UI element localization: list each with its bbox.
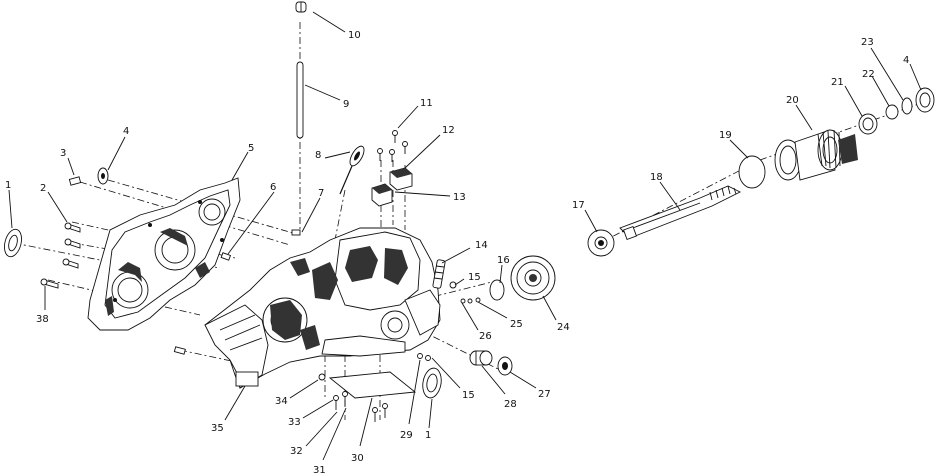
- seal-4-left: [97, 167, 109, 185]
- seal-1-left: [4, 228, 22, 258]
- callout-11: 11: [420, 98, 433, 109]
- callout-20: 20: [786, 95, 799, 106]
- callout-13: 13: [453, 192, 466, 203]
- callout-1-left: 1: [5, 180, 11, 191]
- callout-8: 8: [315, 150, 321, 161]
- pin-7: [291, 229, 301, 236]
- spring-14: [432, 259, 446, 289]
- callout-12: 12: [442, 125, 455, 136]
- callout-17: 17: [572, 200, 585, 211]
- callout-3: 3: [60, 148, 66, 159]
- shaft-18: [619, 185, 742, 240]
- callout-29: 29: [400, 430, 413, 441]
- callout-33: 33: [288, 417, 301, 428]
- ring-23: [901, 97, 913, 115]
- washer-19: [738, 155, 766, 189]
- callout-34: 34: [275, 396, 288, 407]
- ring-22: [885, 104, 899, 120]
- seal-27: [497, 356, 513, 376]
- callout-31: 31: [313, 465, 326, 474]
- washer-16: [489, 279, 505, 301]
- washer-15-top: [449, 281, 457, 289]
- left-case-cover: [87, 177, 241, 331]
- callouts: 10 9 11 12 8 13 5 4 3 1 2 6 7 38 14 15 1: [5, 11, 922, 474]
- pins-6: [173, 252, 232, 355]
- callout-26: 26: [479, 331, 492, 342]
- cover-plate-30: [328, 371, 417, 399]
- callout-15-bottom: 15: [462, 390, 475, 401]
- callout-35: 35: [211, 423, 224, 434]
- callout-32: 32: [290, 446, 303, 457]
- bolt-38: [40, 278, 59, 289]
- callout-22: 22: [862, 69, 875, 80]
- callout-10: 10: [348, 30, 361, 41]
- gear-17: [587, 229, 615, 257]
- bearing-20: [774, 129, 858, 181]
- dipstick-8: [339, 145, 365, 195]
- dipstick-tube-9: [296, 61, 304, 139]
- callout-18: 18: [650, 172, 663, 183]
- bushing-28: [469, 350, 493, 366]
- seal-4-right: [915, 87, 935, 113]
- callout-14: 14: [475, 240, 488, 251]
- screws-11: [377, 130, 408, 162]
- callout-21: 21: [831, 77, 844, 88]
- callout-5: 5: [248, 143, 254, 154]
- callout-28: 28: [504, 399, 517, 410]
- bolts-31-32-33: [318, 373, 388, 422]
- seal-1-bottom: [422, 367, 442, 399]
- callout-7: 7: [318, 188, 324, 199]
- callout-38: 38: [36, 314, 49, 325]
- main-transmission-case: [204, 227, 441, 389]
- callout-25: 25: [510, 319, 523, 330]
- callout-4-right: 4: [903, 55, 909, 66]
- callout-1-bottom: 1: [425, 430, 431, 441]
- switch-12: [389, 167, 413, 191]
- callout-4-left: 4: [123, 126, 129, 137]
- callout-24: 24: [557, 322, 570, 333]
- callout-15-top: 15: [468, 272, 481, 283]
- gear-24: [510, 255, 556, 301]
- callout-30: 30: [351, 453, 364, 464]
- callout-2: 2: [40, 183, 46, 194]
- bolts-2: [62, 222, 81, 269]
- pins-25-26: [460, 297, 481, 304]
- callout-9: 9: [343, 99, 349, 110]
- callout-16: 16: [497, 255, 510, 266]
- callout-6: 6: [270, 182, 276, 193]
- cap-10: [295, 1, 307, 13]
- callout-23: 23: [861, 37, 874, 48]
- callout-19: 19: [719, 130, 732, 141]
- switch-13: [371, 183, 393, 207]
- callout-27: 27: [538, 389, 551, 400]
- washer-21: [858, 113, 878, 135]
- dowel-3: [68, 176, 82, 186]
- bolts-29-15: [417, 353, 431, 361]
